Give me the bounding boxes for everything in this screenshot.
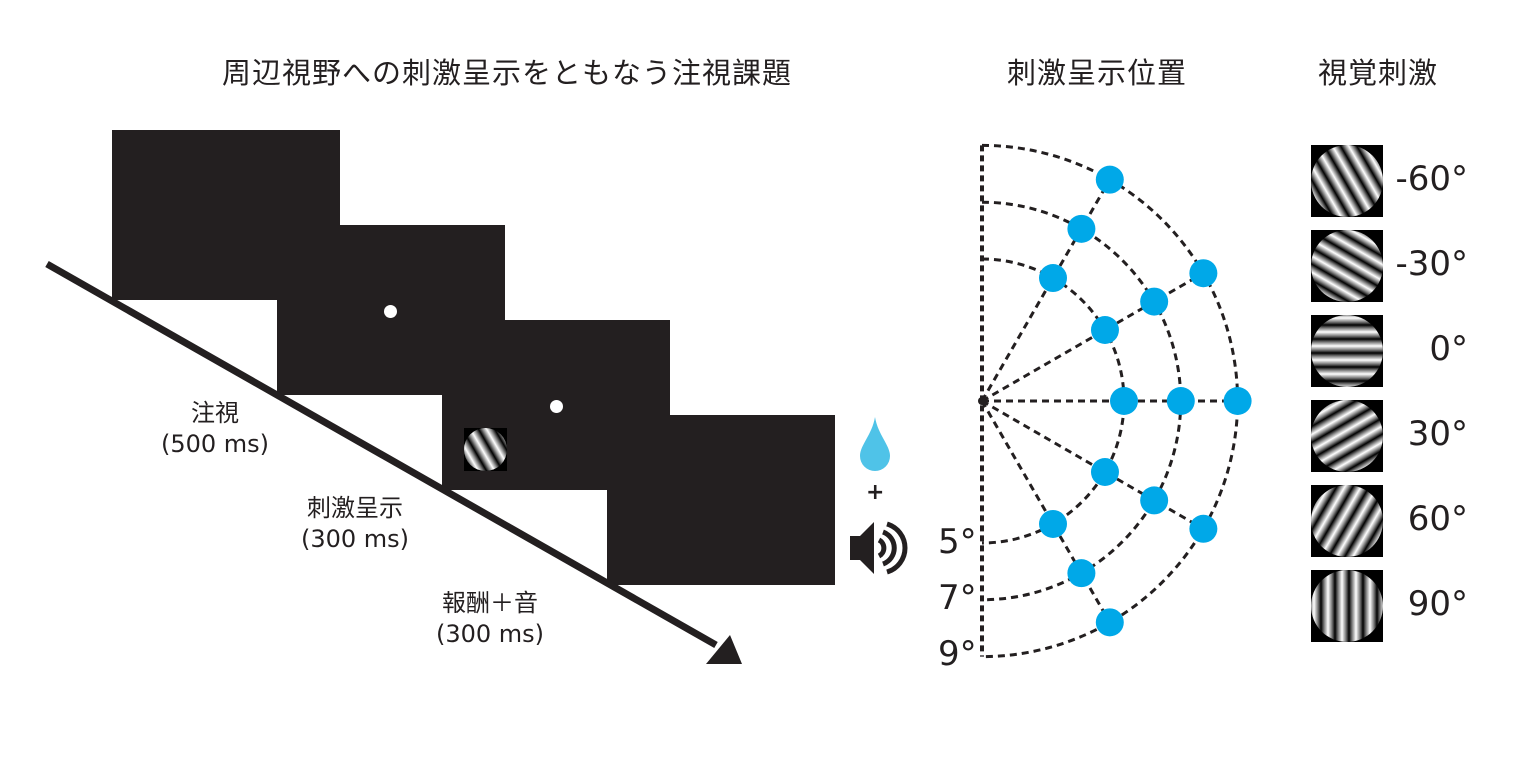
orientation-label: 0° <box>1429 329 1468 369</box>
stimulus-position-dot <box>1095 608 1124 637</box>
positions-title: 刺激呈示位置 <box>1006 56 1188 90</box>
phase-fixation: 注視 (500 ms) <box>161 398 269 460</box>
water-drop-icon <box>860 417 890 471</box>
grating-aperture <box>1311 400 1383 472</box>
stimulus-position-dot <box>1090 458 1119 486</box>
spoke-line <box>981 271 1205 403</box>
grating-aperture <box>1311 145 1383 217</box>
ecc-label-9: 9° <box>938 634 977 674</box>
orientation-label: 30° <box>1407 414 1468 454</box>
phase-duration: (300 ms) <box>435 620 545 648</box>
grating-aperture <box>1311 485 1383 557</box>
stimulus-position-dot <box>1039 509 1067 538</box>
time-axis-line <box>45 260 718 649</box>
fixation-point <box>384 305 397 318</box>
stimulus-position-dot <box>1140 486 1169 515</box>
orientation-label: -60° <box>1395 159 1468 199</box>
phase-name: 注視 <box>190 399 239 427</box>
example-grating <box>464 428 507 471</box>
ecc-label-5: 5° <box>938 522 977 562</box>
grating-aperture <box>1311 315 1383 387</box>
grating-stimulus <box>1311 485 1383 557</box>
stimulus-position-dot <box>1095 165 1124 194</box>
stimulus-position-dot <box>1090 316 1119 344</box>
stimulus-position-dot <box>1140 287 1169 316</box>
task-title: 周辺視野への刺激呈示をともなう注視課題 <box>221 56 793 90</box>
stimuli-title: 視覚刺激 <box>1317 56 1439 90</box>
phase-duration: (500 ms) <box>160 430 270 458</box>
phase-duration: (300 ms) <box>300 525 410 553</box>
stimulus-position-dot <box>1189 514 1218 543</box>
orientation-label: 60° <box>1407 499 1468 539</box>
arrow-head <box>706 635 742 664</box>
grating-aperture <box>1311 230 1383 302</box>
phase-reward: 報酬＋音 (300 ms) <box>436 588 544 650</box>
spoke-line <box>980 178 1112 402</box>
orientation-label: 90° <box>1407 584 1468 624</box>
screen-reward <box>607 415 835 585</box>
fixation-center <box>978 397 986 405</box>
grating-stimulus <box>1311 315 1383 387</box>
phase-name: 報酬＋音 <box>441 589 538 617</box>
orientation-label: -30° <box>1395 244 1468 284</box>
grating-stimulus <box>1311 230 1383 302</box>
stimulus-position-dot <box>1189 259 1218 288</box>
ecc-label-7: 7° <box>938 578 977 618</box>
phase-stimulus: 刺激呈示 (300 ms) <box>301 493 409 555</box>
stimulus-position-dot <box>1166 387 1195 415</box>
stimulus-position-dot <box>1067 559 1096 588</box>
stimulus-position-dot <box>1039 264 1067 293</box>
grating-stimulus <box>1311 570 1383 642</box>
stimulus-position-dot <box>1223 387 1252 415</box>
grating-stimulus <box>1311 400 1383 472</box>
grating-aperture <box>1311 570 1383 642</box>
stimulus-position-dot <box>1067 214 1096 243</box>
plus-sign: + <box>866 480 885 505</box>
phase-name: 刺激呈示 <box>306 494 403 522</box>
speaker-icon <box>850 521 908 575</box>
spoke-line <box>980 400 1112 624</box>
spoke-line <box>981 399 1205 531</box>
fixation-point <box>550 400 563 413</box>
stimulus-position-dot <box>1110 387 1138 415</box>
grating-stimulus <box>1311 145 1383 217</box>
